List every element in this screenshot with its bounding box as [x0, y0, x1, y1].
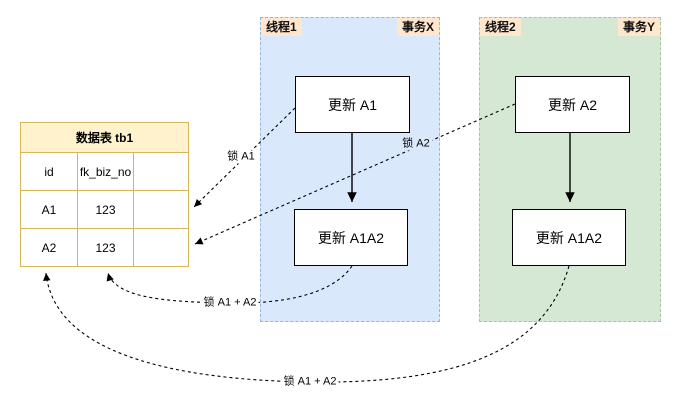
- db-cell-a1-empty: [133, 190, 189, 229]
- db-cell-a2-empty: [133, 228, 189, 267]
- db-col-fk-biz-no-header: fk_biz_no: [77, 152, 134, 191]
- lock-a1-a2-label-y: 锁 A1 + A2: [281, 375, 339, 389]
- lock-a1-a2-label-x: 锁 A1 + A2: [201, 296, 259, 310]
- db-cell-a2-id: A2: [20, 228, 78, 267]
- db-table-title: 数据表 tb1: [20, 122, 189, 153]
- update-a1-box: 更新 A1: [295, 76, 410, 133]
- thread1-label: 线程1: [261, 18, 302, 36]
- lock-a1a2-y-arrow: [43, 265, 570, 383]
- lock-a2-label: 锁 A2: [400, 137, 432, 151]
- db-cell-a1-id: A1: [20, 190, 78, 229]
- db-col-empty-header: [133, 152, 189, 191]
- db-cell-a1-fk: 123: [77, 190, 134, 229]
- db-cell-a2-fk: 123: [77, 228, 134, 267]
- transaction-x-label: 事务X: [396, 18, 439, 36]
- lock-a2-arrow: [194, 103, 516, 245]
- db-col-id-header: id: [20, 152, 78, 191]
- update-a1a2-box-x: 更新 A1A2: [294, 209, 408, 266]
- db-table-title-row: 数据表 tb1: [20, 122, 189, 153]
- thread2-label: 线程2: [480, 18, 521, 36]
- table-row: A2 123: [20, 228, 189, 267]
- update-a2-box: 更新 A2: [515, 76, 630, 133]
- lock-a1-label: 锁 A1: [225, 150, 257, 164]
- thread1-container: 线程1 事务X: [260, 17, 440, 322]
- db-table: 数据表 tb1 id fk_biz_no A1 123 A2 123: [20, 122, 189, 267]
- transaction-y-label: 事务Y: [617, 18, 660, 36]
- db-table-header-row: id fk_biz_no: [20, 152, 189, 191]
- table-row: A1 123: [20, 190, 189, 229]
- update-a1a2-box-y: 更新 A1A2: [512, 209, 626, 266]
